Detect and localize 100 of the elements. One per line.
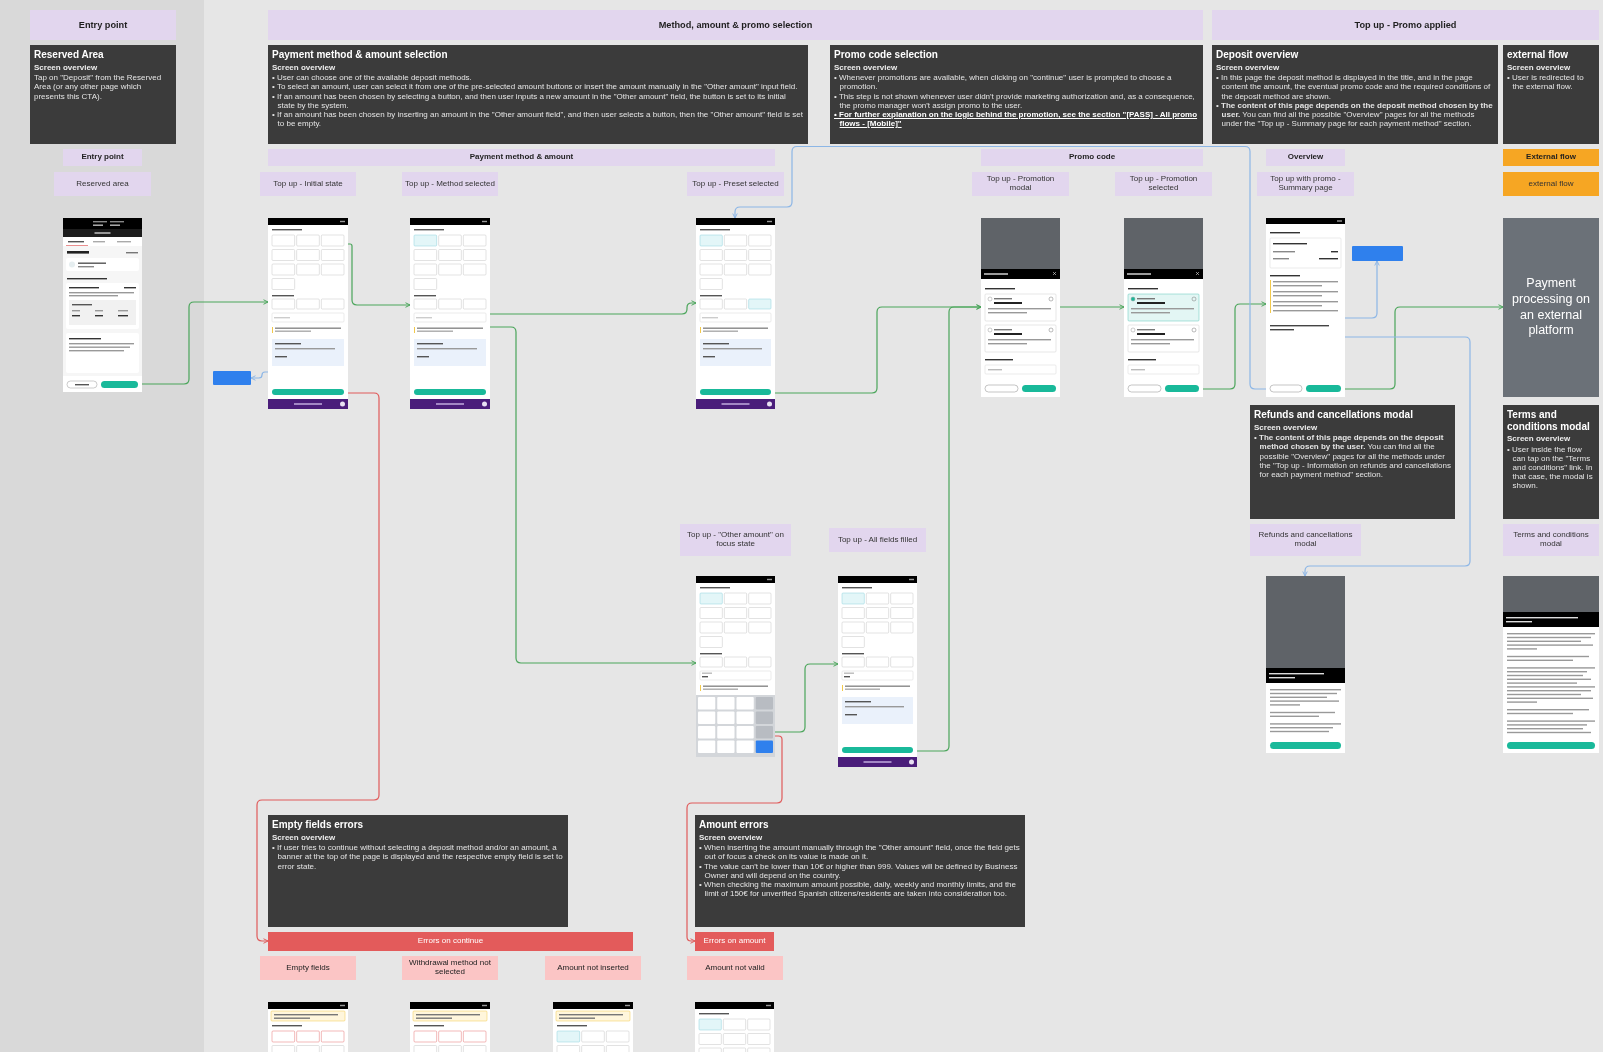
note-subtitle: Screen overview [834, 62, 899, 72]
note-title: Empty fields errors [272, 819, 365, 831]
note-subtitle: Screen overview [272, 832, 337, 842]
note-text: • If an amount has been chosen by inserting an amount in the "Other amount field", and then user selects a button, then the "Other amount" field is set to be empty. [272, 109, 804, 129]
error-screen-label: Empty fields [260, 956, 356, 980]
note-title: Promo code selection [834, 49, 939, 61]
connector-arrow [686, 735, 783, 944]
screen-label: external flow [1503, 172, 1599, 196]
note-text: • The content of this page depends on the deposit method chosen by the user. You can find all the possible "Overview" pages for all the methods under the "Top up - Information on refunds and cancellations for each payment method" section. [1254, 433, 1451, 480]
note-text: • For further explanation on the logic behind the promotion, see the section "[PASS] - All promo flows - [Mobile]" [834, 109, 1199, 129]
app-screen-drawing [1124, 218, 1203, 397]
app-screen-drawing [695, 1002, 774, 1052]
note-title: Amount errors [699, 819, 770, 831]
group-header: Payment method & amount [268, 149, 775, 166]
note-card [1503, 45, 1599, 144]
note-card [830, 45, 1203, 144]
screen-label: Top up with promo - Summary page [1257, 172, 1354, 196]
connector-arrow [256, 392, 380, 944]
note-card [1503, 405, 1599, 519]
connector-arrow [774, 661, 839, 733]
note-text: • The content of this page depends on the deposit method chosen by the user. You can find all the possible "Overview" pages for all the methods under the "Top up - Summary page for each payment method" section. [1216, 100, 1494, 129]
note-title: Payment method & amount selection [272, 49, 449, 61]
group-header: External flow [1503, 149, 1599, 166]
app-screen-drawing [268, 218, 348, 409]
app-screen-drawing [838, 576, 917, 767]
connector-arrow [347, 243, 411, 308]
note-subtitle: Screen overview [1216, 62, 1281, 72]
note-text: • In this page the deposit method is displayed in the title, and in the page content the amount, the eventual promo code and the required conditions of the deposit method are shown. [1216, 73, 1492, 101]
group-header: Entry point [63, 149, 142, 166]
screen-label: Top up - "Other amount" on focus state [680, 524, 791, 556]
note-text: Tap on "Deposit" from the Reserved Area (or any other page which presents this CTA). [34, 73, 163, 101]
error-screen-label: Amount not valid [687, 956, 783, 980]
connector-arrow [1059, 304, 1125, 310]
note-text: • User is redirected to the external flow. [1507, 73, 1585, 92]
connector-arrow [141, 299, 269, 385]
note-card [30, 45, 176, 144]
connector-arrow [1344, 260, 1380, 319]
error-screen-label: Amount not inserted [545, 956, 641, 980]
connector-arrow [1344, 304, 1504, 390]
section-header: Method, amount & promo selection [268, 10, 1203, 40]
note-card [268, 815, 568, 927]
screen-label: Top up - Promotion modal [972, 172, 1069, 196]
note-subtitle: Screen overview [699, 832, 764, 842]
error-group-header: Errors on continue [268, 932, 633, 951]
section-header: Entry point [30, 10, 176, 40]
connector-arrow [916, 304, 982, 752]
link-box [213, 371, 251, 385]
note-card [1212, 45, 1498, 144]
connector-arrow [489, 326, 697, 666]
note-card [1250, 405, 1455, 519]
screen-label: Refunds and cancellations modal [1250, 524, 1361, 556]
note-text: • If an amount has been chosen by selecting a button, and then user inputs a new amount in the "Other amount" field, the button is set to its initial state by the system. [272, 91, 787, 110]
external-platform-panel: Payment processing on an external platform [1503, 218, 1599, 397]
section-header: Top up - Promo applied [1212, 10, 1599, 40]
note-text: • If user tries to continue without selecting a deposit method and/or an amount, a banner at the top of the page is displayed and the respective empty field is set to error state. [272, 843, 564, 871]
connector-arrow [489, 300, 697, 315]
note-subtitle: Screen overview [1507, 62, 1572, 72]
note-text: • The value can't be lower than 10€ or higher than 999. Values will be defined by Business Owner and will depend on the country. [699, 861, 1019, 880]
group-header: Overview [1266, 149, 1345, 166]
connector-arrow [732, 145, 1267, 390]
connector-arrow [1302, 336, 1471, 577]
link-box [1352, 246, 1403, 261]
connector-arrow [250, 371, 269, 381]
note-text: • To select an amount, user can select it from one of the pre-selected amount buttons or insert the amount manually in the "Other amount" input field. [272, 82, 799, 92]
screen-label: Reserved area [54, 172, 151, 196]
app-screen-drawing [410, 1002, 490, 1052]
screen-label: Top up - Method selected [402, 172, 498, 196]
note-text: • When checking the maximum amount possible, daily, weekly and monthly limits, and the limit of 150€ for unverified Spanish citizens/residents are taken into consideration too. [699, 879, 1018, 899]
note-text: • User inside the flow can tap on the "Terms and conditions" link. In that case, the modal is shown. [1507, 444, 1594, 491]
connector-arrow [1202, 301, 1267, 390]
note-title: external flow [1507, 49, 1570, 61]
note-title: Deposit overview [1216, 49, 1300, 61]
error-group-header: Errors on amount [695, 932, 774, 951]
screen-label: Top up - All fields filled [829, 528, 926, 552]
note-subtitle: Screen overview [1254, 422, 1319, 432]
error-screen-label: Withdrawal method not selected [402, 956, 498, 980]
group-header: Promo code [981, 149, 1203, 166]
note-title: Reserved Area [34, 49, 105, 61]
screen-label: Top up - Promotion selected [1115, 172, 1212, 196]
note-subtitle: Screen overview [272, 62, 337, 72]
note-subtitle: Screen overview [34, 62, 99, 72]
screen-label: Top up - Preset selected [687, 172, 784, 196]
note-text: • When inserting the amount manually through the "Other amount" field, once the field gets out of focus a check on its value is made on it. [699, 843, 1021, 862]
app-screen-drawing [553, 1002, 633, 1052]
app-screen-drawing [981, 218, 1060, 397]
note-card [695, 815, 1025, 927]
app-screen-drawing [410, 218, 490, 409]
app-screen-drawing [696, 218, 775, 409]
note-text: • User can choose one of the available deposit methods. [272, 73, 473, 83]
note-card [268, 45, 808, 144]
note-title: Terms and conditions modal [1507, 409, 1591, 432]
note-subtitle: Screen overview [1507, 434, 1572, 444]
note-text: • This step is not shown whenever user didn't provide marketing authorization and, as a consequence, the promo manager won't assign promo to the user. [834, 91, 1196, 110]
app-screen-drawing [268, 1002, 348, 1052]
note-text: • Whenever promotions are available, when clicking on "continue" user is prompted to choose a promotion. [834, 73, 1173, 92]
app-screen-drawing [696, 576, 775, 757]
note-title: Refunds and cancellations modal [1254, 409, 1414, 421]
screen-label: Terms and conditions modal [1503, 524, 1599, 556]
app-screen-drawing [63, 218, 142, 392]
screen-label: Top up - Initial state [260, 172, 356, 196]
